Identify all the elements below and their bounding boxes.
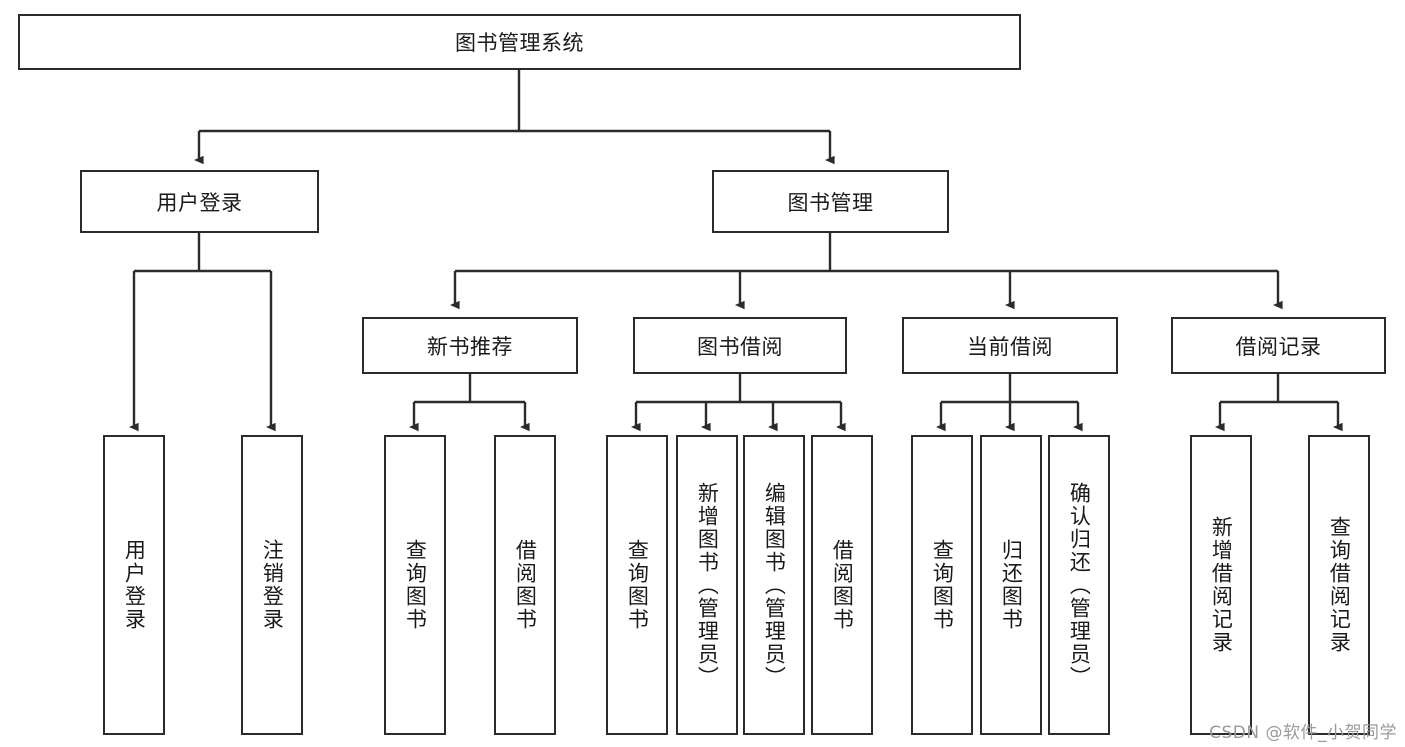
leaf-query-record-label: 查询借阅记录: [1327, 516, 1352, 654]
leaf-query-record[interactable]: 查询借阅记录: [1308, 435, 1370, 735]
leaf-borrow-book-2[interactable]: 借阅图书: [811, 435, 873, 735]
node-book-borrow[interactable]: 图书借阅: [633, 317, 847, 374]
leaf-confirm-return-label: 确认归还（管理员）: [1067, 481, 1092, 689]
leaf-return-book-label: 归还图书: [999, 539, 1024, 631]
leaf-user-logout[interactable]: 注销登录: [241, 435, 303, 735]
leaf-edit-book-label: 编辑图书（管理员）: [762, 481, 787, 689]
node-user-login[interactable]: 用户登录: [80, 170, 319, 233]
node-new-book-rec[interactable]: 新书推荐: [362, 317, 578, 374]
node-borrow-record[interactable]: 借阅记录: [1171, 317, 1386, 374]
node-root-label: 图书管理系统: [455, 31, 584, 55]
leaf-borrow-book-1-label: 借阅图书: [513, 539, 538, 631]
leaf-query-book-3[interactable]: 查询图书: [911, 435, 973, 735]
node-current-borrow-label: 当前借阅: [967, 334, 1053, 359]
leaf-return-book[interactable]: 归还图书: [980, 435, 1042, 735]
leaf-add-record-label: 新增借阅记录: [1209, 516, 1234, 654]
leaf-borrow-book-2-label: 借阅图书: [830, 539, 855, 631]
node-book-manage[interactable]: 图书管理: [712, 170, 949, 233]
node-user-login-label: 用户登录: [156, 190, 243, 215]
leaf-user-logout-label: 注销登录: [260, 539, 285, 631]
leaf-query-book-2[interactable]: 查询图书: [606, 435, 668, 735]
leaf-query-book-1-label: 查询图书: [403, 539, 428, 631]
leaf-add-record[interactable]: 新增借阅记录: [1190, 435, 1252, 735]
leaf-query-book-1[interactable]: 查询图书: [384, 435, 446, 735]
leaf-add-book[interactable]: 新增图书（管理员）: [676, 435, 738, 735]
leaf-query-book-3-label: 查询图书: [930, 539, 955, 631]
leaf-borrow-book-1[interactable]: 借阅图书: [494, 435, 556, 735]
node-new-book-rec-label: 新书推荐: [427, 334, 513, 359]
leaf-query-book-2-label: 查询图书: [625, 539, 650, 631]
leaf-user-login-label: 用户登录: [122, 539, 147, 631]
node-book-manage-label: 图书管理: [787, 190, 874, 215]
leaf-confirm-return[interactable]: 确认归还（管理员）: [1048, 435, 1110, 735]
leaf-user-login[interactable]: 用户登录: [103, 435, 165, 735]
node-borrow-record-label: 借阅记录: [1235, 334, 1322, 359]
leaf-add-book-label: 新增图书（管理员）: [695, 481, 720, 689]
leaf-edit-book[interactable]: 编辑图书（管理员）: [743, 435, 805, 735]
node-root[interactable]: 图书管理系统: [18, 14, 1021, 70]
csdn-watermark: CSDN @软件_小贺同学: [1209, 723, 1397, 743]
node-current-borrow[interactable]: 当前借阅: [902, 317, 1118, 374]
node-book-borrow-label: 图书借阅: [697, 334, 783, 359]
